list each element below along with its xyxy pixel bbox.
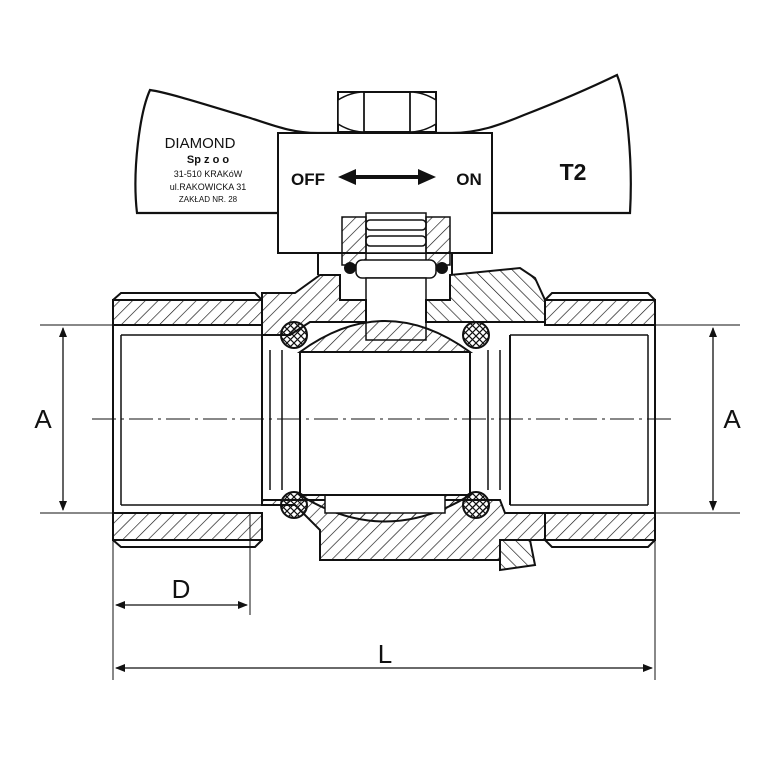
factory-label: ZAKŁAD NR. 28 <box>179 195 238 204</box>
dimension-a-right-label: A <box>723 404 741 434</box>
dimension-d-label: D <box>172 574 191 604</box>
address-line2: ul.RAKOWICKA 31 <box>170 182 247 192</box>
model-label: T2 <box>560 159 587 185</box>
ball <box>296 320 474 523</box>
on-label: ON <box>456 170 482 189</box>
dimension-l <box>115 540 656 680</box>
off-label: OFF <box>291 170 325 189</box>
address-line1: 31-510 KRAKóW <box>174 169 243 179</box>
company-label: Sp z o o <box>187 154 229 166</box>
dimension-d <box>112 513 251 680</box>
hex-nut <box>337 91 437 133</box>
butterfly-handle <box>134 73 632 254</box>
dimension-l-label: L <box>378 639 392 669</box>
dimension-a-left <box>40 324 113 514</box>
seats <box>280 321 490 519</box>
dimension-a-left-label: A <box>34 404 52 434</box>
stem <box>341 212 451 341</box>
double-arrow-icon <box>338 169 436 185</box>
brand-label: DIAMOND <box>165 135 236 152</box>
dimension-a-right <box>655 324 740 514</box>
valve-body-top <box>112 253 656 336</box>
